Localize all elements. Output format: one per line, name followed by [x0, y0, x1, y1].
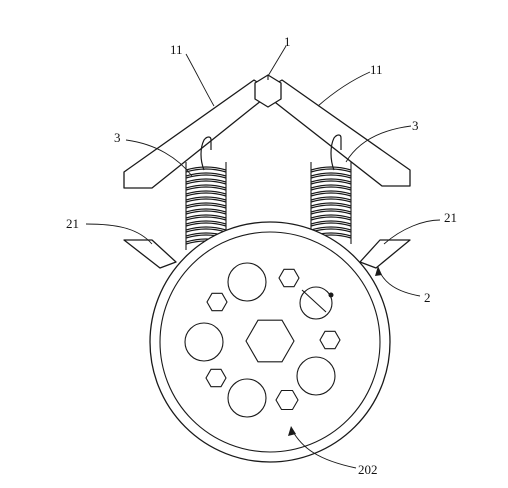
round-hole [227, 262, 267, 302]
label-right-tab: 21 [444, 210, 457, 225]
label-left-spring: 3 [114, 130, 121, 145]
leader-lines [85, 45, 441, 469]
hex-hole [275, 389, 299, 411]
label-pivot: 1 [284, 34, 291, 49]
pivot-hex-bolt [254, 74, 282, 108]
spring-coil [185, 202, 227, 209]
hex-hole [319, 330, 341, 350]
spring-coil [185, 166, 227, 173]
spring-coil [185, 220, 227, 227]
right-tab [359, 239, 411, 269]
spring-coil [185, 226, 227, 233]
label-right-spring: 3 [412, 118, 419, 133]
spring-coil [185, 214, 227, 221]
label-left-tab: 21 [66, 216, 79, 231]
spring-coil [185, 172, 227, 179]
spring-coil [185, 196, 227, 203]
spring-coil [310, 190, 352, 197]
label-left-arm: 11 [170, 42, 183, 57]
rotor-pin [328, 292, 334, 298]
left-tab [123, 239, 177, 269]
spring-coil [310, 166, 352, 173]
holes [184, 262, 341, 418]
housing-outer-ring [149, 221, 391, 463]
right-arm [261, 79, 411, 187]
housing-inner-ring [159, 231, 381, 453]
hex-hole [206, 292, 228, 312]
label-housing: 2 [424, 290, 431, 305]
spring-coil [185, 178, 227, 185]
label-right-arm: 11 [370, 62, 383, 77]
hex-hole [278, 268, 300, 288]
spring-coil [185, 190, 227, 197]
round-hole [296, 356, 336, 396]
spring-coil [310, 208, 352, 215]
right-spring [310, 134, 352, 244]
label-chamber: 202 [358, 462, 378, 477]
spring-coil [310, 172, 352, 179]
spring-coil [310, 202, 352, 209]
hex-hole [205, 368, 227, 388]
round-hole [227, 378, 267, 418]
spring-coil [310, 220, 352, 227]
spring-coil [310, 196, 352, 203]
rotor-slot [301, 289, 327, 313]
spring-coil [185, 208, 227, 215]
left-arm [123, 79, 273, 189]
hex-hole [245, 319, 295, 363]
spring-coil [185, 184, 227, 191]
rotor-hole [299, 286, 333, 320]
spring-coil [310, 214, 352, 221]
round-hole [184, 322, 224, 362]
spring-coil [310, 184, 352, 191]
left-spring [185, 136, 227, 250]
spring-coil [310, 178, 352, 185]
